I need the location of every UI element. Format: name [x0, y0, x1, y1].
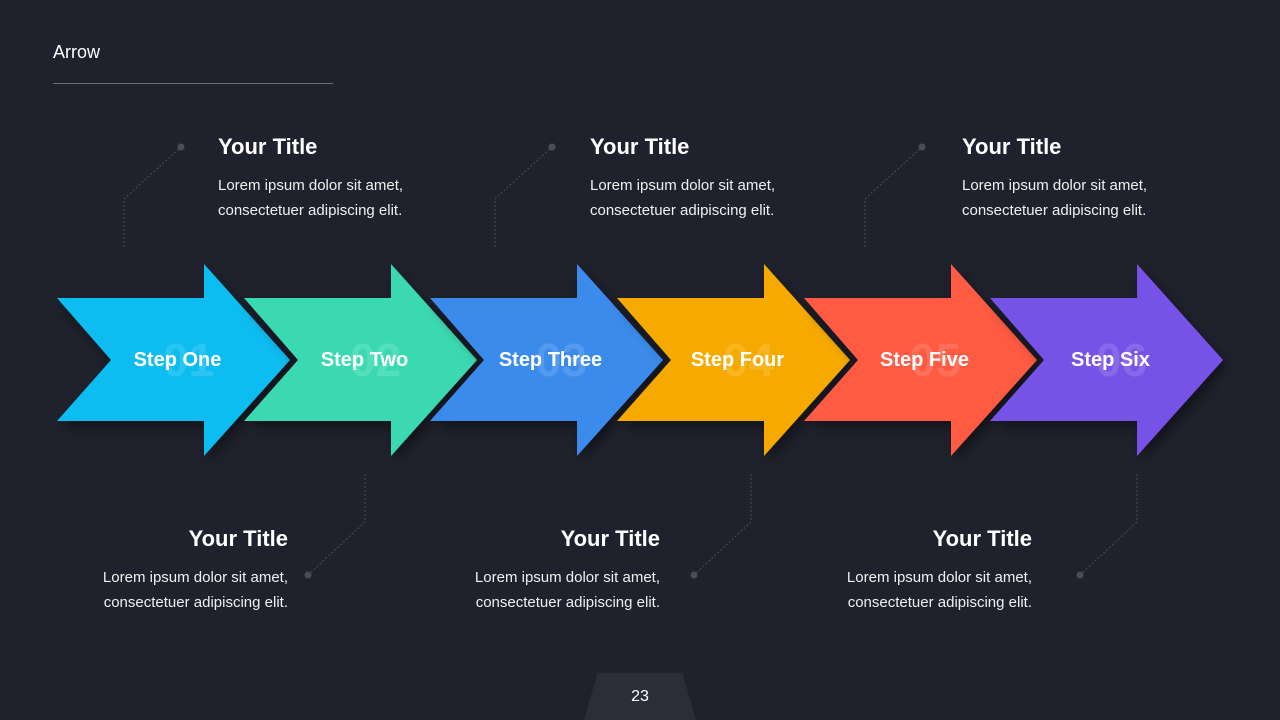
step-label: Step Five — [880, 349, 969, 371]
page-number-tab: 23 — [584, 673, 696, 720]
callout-title: Your Title — [560, 526, 660, 551]
step-label: Step Four — [690, 349, 785, 371]
callout-top-1: Your Title Lorem ipsum dolor sit amet, c… — [218, 134, 478, 223]
arrow-step-6 — [990, 264, 1223, 456]
step-number: 04 — [722, 334, 775, 386]
step-label: Step Two — [320, 349, 409, 371]
callout-text-line: Lorem ipsum dolor sit amet, — [590, 177, 776, 194]
leader-dot — [177, 143, 185, 151]
slide-heading: Arrow — [53, 42, 101, 62]
callout-text-line: consectetuer adipiscing elit. — [218, 202, 403, 219]
step-number: 03 — [535, 334, 588, 386]
callout-bottom-6: Your Title Lorem ipsum dolor sit amet, c… — [772, 526, 1032, 615]
callout-text-line: consectetuer adipiscing elit. — [590, 202, 775, 219]
arrow-step-2 — [244, 264, 477, 456]
leader-dot — [548, 143, 556, 151]
callout-bottom-4: Your Title Lorem ipsum dolor sit amet, c… — [400, 526, 660, 615]
leader-line — [307, 474, 366, 576]
step-number: 05 — [909, 334, 962, 386]
callout-bottom-2: Your Title Lorem ipsum dolor sit amet, c… — [28, 526, 288, 615]
callout-title: Your Title — [590, 134, 690, 159]
callout-text-line: Lorem ipsum dolor sit amet, — [962, 177, 1148, 194]
leader-line — [864, 146, 923, 247]
leader-line — [1079, 474, 1138, 576]
leader-line — [693, 474, 752, 576]
step-label: Step Three — [498, 349, 603, 371]
leader-dot — [918, 143, 926, 151]
callout-text-line: consectetuer adipiscing elit. — [962, 202, 1147, 219]
step-number: 02 — [349, 334, 402, 386]
callout-top-5: Your Title Lorem ipsum dolor sit amet, c… — [962, 134, 1222, 223]
step-label: Step Six — [1071, 349, 1150, 371]
callout-title: Your Title — [962, 134, 1062, 159]
step-label: Step One — [133, 349, 222, 371]
callout-top-3: Your Title Lorem ipsum dolor sit amet, c… — [590, 134, 850, 223]
arrow-step-1 — [57, 264, 290, 456]
callout-text-line: consectetuer adipiscing elit. — [475, 594, 660, 611]
leader-dot — [690, 571, 698, 579]
step-number: 06 — [1095, 334, 1148, 386]
callout-text-line: Lorem ipsum dolor sit amet, — [474, 569, 660, 586]
arrow-step-4 — [617, 264, 850, 456]
callout-text-line: consectetuer adipiscing elit. — [103, 594, 288, 611]
heading-divider — [53, 83, 333, 84]
callout-text-line: Lorem ipsum dolor sit amet, — [102, 569, 288, 586]
arrow-step-5 — [804, 264, 1037, 456]
page-number: 23 — [631, 688, 649, 705]
leader-dot — [304, 571, 312, 579]
step-number: 01 — [162, 334, 215, 386]
callout-text-line: Lorem ipsum dolor sit amet, — [218, 177, 404, 194]
callout-text-line: consectetuer adipiscing elit. — [847, 594, 1032, 611]
callout-title: Your Title — [188, 526, 288, 551]
leader-line — [494, 146, 553, 247]
callout-title: Your Title — [218, 134, 318, 159]
leader-dot — [1076, 571, 1084, 579]
callout-text-line: Lorem ipsum dolor sit amet, — [846, 569, 1032, 586]
arrow-step-3 — [430, 264, 663, 456]
callout-title: Your Title — [932, 526, 1032, 551]
leader-line — [123, 146, 182, 247]
